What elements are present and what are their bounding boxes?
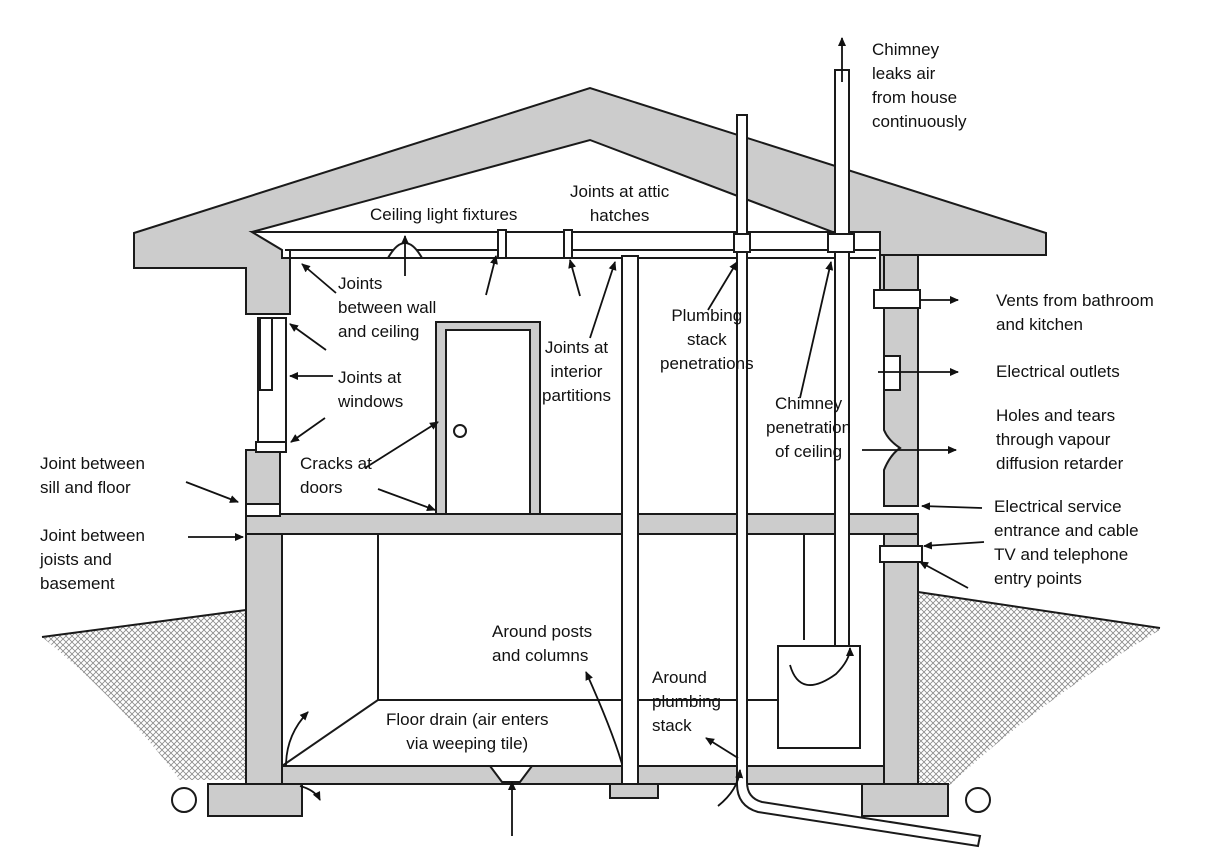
label-joists-basement: Joint between joists and basement (40, 526, 145, 593)
ground (41, 591, 1161, 785)
outlet-box (883, 355, 901, 391)
label-interior-partitions: Joints at interior partitions (542, 338, 611, 405)
chimney (834, 69, 850, 653)
furnace (777, 645, 861, 749)
label-wall-ceiling: Joints between wall and ceiling (338, 274, 437, 341)
label-sill-floor: Joint between sill and floor (40, 454, 145, 497)
basement-right-wall (883, 533, 919, 785)
service-entry (879, 545, 923, 563)
label-doors: Cracks at doors (300, 454, 372, 497)
door (445, 329, 531, 515)
post-footing (609, 783, 659, 799)
label-vents: Vents from bathroom and kitchen (996, 291, 1154, 334)
label-outlets: Electrical outlets (996, 362, 1120, 381)
weeping-tile-right (965, 787, 991, 813)
label-holes-tears: Holes and tears through vapour diffusion… (996, 406, 1124, 473)
post-column (621, 255, 639, 785)
label-chimney-leaks: Chimney leaks air from house continuousl… (872, 40, 967, 131)
left-footing (207, 783, 303, 817)
label-windows: Joints at windows (338, 368, 404, 411)
label-attic-hatches: Joints at attic hatches (570, 182, 670, 225)
leak-arrows (185, 37, 985, 836)
right-footing (861, 783, 949, 817)
label-plumbing-stack: Around plumbing stack (652, 668, 721, 735)
label-plumbing-stack-penetrations: Plumbing stack penetrations (660, 306, 754, 373)
label-chimney-penetration: Chimney penetration of ceiling (766, 394, 852, 461)
label-floor-drain: Floor drain (air enters via weeping tile… (386, 710, 549, 753)
basement-left-wall (245, 533, 283, 785)
label-posts-columns: Around posts and columns (492, 622, 593, 665)
door-knob (453, 424, 467, 438)
basement-floor (281, 765, 885, 785)
weeping-tile-left (171, 787, 197, 813)
main-floor (245, 513, 919, 535)
floor-drain (488, 765, 534, 783)
plumbing-stack (736, 114, 982, 848)
left-upper-wall (245, 449, 281, 507)
attic-hatch (497, 231, 571, 259)
label-electrical-service: Electrical service entrance and cable TV… (994, 497, 1139, 588)
vent-box (873, 289, 921, 309)
label-ceiling-light: Ceiling light fixtures (370, 205, 518, 224)
